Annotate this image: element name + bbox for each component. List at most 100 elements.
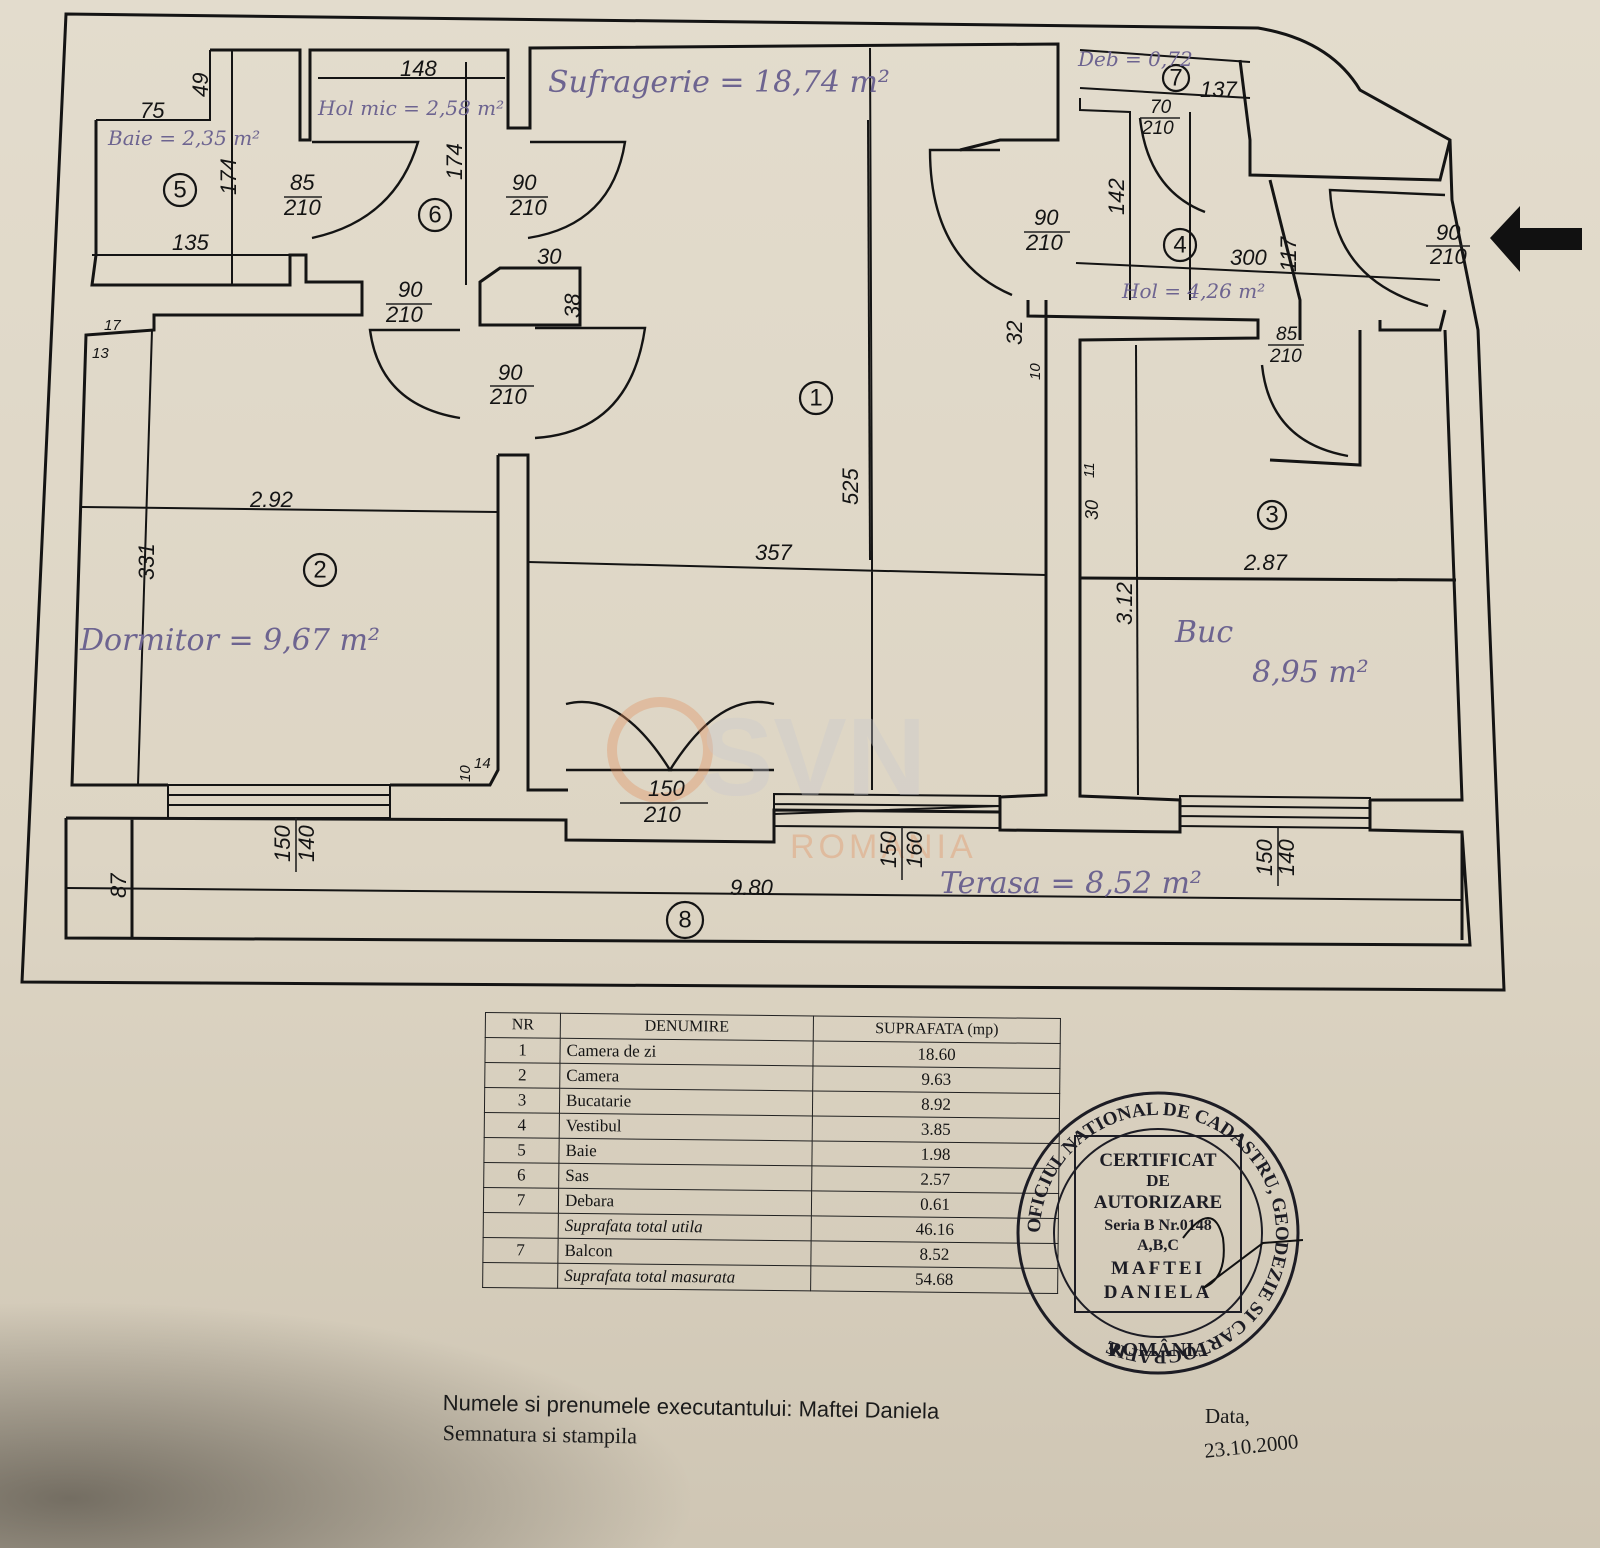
svg-text:210: 210 [1141,118,1174,139]
svg-text:90: 90 [498,360,523,385]
terrace-walls [64,800,1472,947]
dim-75: 75 [140,98,165,123]
dim-117: 117 [1276,236,1301,272]
svg-text:210: 210 [1429,244,1467,269]
room-number-5: 5 [173,177,186,204]
room-marker-1 [798,380,834,416]
door-arc-kitchen [1260,364,1349,458]
stamp-country: ROMÂNIA [1108,1337,1209,1361]
watermark-subtext: ROMANIA [790,828,977,866]
dim-32: 32 [1002,321,1027,345]
svg-text:140: 140 [294,825,319,862]
svg-text:150: 150 [270,825,295,862]
dim-49: 49 [188,73,213,97]
room-number-6: 6 [428,202,441,229]
svg-text:160: 160 [902,831,927,868]
door-arc-hall-left [928,148,1013,297]
outer-wall-left [210,42,1060,142]
dim-14: 14 [474,755,491,772]
window-kitchen [1179,794,1371,830]
room-marker-4 [1162,227,1198,263]
kitchen-height-line [1135,344,1139,796]
door-arc-sas [368,328,461,420]
svg-text:210: 210 [385,302,423,327]
room-number-4: 4 [1173,232,1186,259]
dim-980: 9.80 [730,875,774,900]
door-label-living-mid: 90 210 [489,360,534,409]
room-marker-8 [665,900,705,940]
watermark-logo-icon [607,697,713,803]
stamp-line-autorizare: AUTORIZARE [1094,1192,1222,1213]
svg-text:210: 210 [643,802,681,827]
svg-text:150: 150 [1252,839,1277,876]
header-suprafata: SUPRAFATA (mp) [813,1015,1061,1044]
svg-text:210: 210 [489,384,527,409]
stamp-inner-ring [1053,1128,1263,1338]
bath-wall [92,50,290,285]
svg-text:210: 210 [1269,346,1302,367]
door-arc-debara [1138,117,1206,214]
stamp-line-maftei: MAFTEI [1111,1258,1205,1279]
room-number-7: 7 [1169,65,1182,92]
door-label-terrace: 150 210 [620,776,708,827]
svg-text:70: 70 [1150,97,1172,118]
dim-300: 300 [1230,245,1267,270]
living-divider [527,47,1047,790]
signature-icon [1182,1217,1303,1289]
interior-wall-bedroom-right [390,453,568,792]
door-label-kitchen: 85 210 [1268,324,1304,367]
door-arc-terrace-left [565,700,673,772]
header-nr: NR [485,1012,561,1039]
svg-text:90: 90 [1034,205,1059,230]
label-dormitor: Dormitor = 9,67 m² [79,623,380,658]
svg-text:210: 210 [509,195,547,220]
door-label-living-top: 90 210 [506,170,548,220]
svg-text:90: 90 [512,170,537,195]
dim-287: 2.87 [1243,550,1288,575]
living-height-line [867,119,871,561]
svg-text:90: 90 [1436,220,1461,245]
dim-331: 331 [134,543,159,580]
dim-10-a: 10 [1027,363,1044,380]
debara-walls [1079,49,1251,300]
window-label-kitchen: 150 140 [1252,828,1299,886]
door-label-entrance: 90 210 [1426,220,1470,269]
door-arc-living-top [527,140,627,240]
label-bucatarie: Buc [1174,615,1233,650]
label-terasa: Terasa = 8,52 m² [940,866,1202,901]
outer-boundary [20,12,1506,992]
svg-text:140: 140 [1274,839,1299,876]
dim-312: 3.12 [1112,582,1137,625]
door-label-hall: 90 210 [1024,205,1070,255]
dim-174-sas: 174 [442,143,467,180]
svg-text:210: 210 [283,195,321,220]
dim-87: 87 [106,873,131,898]
window-label-bedroom: 150 140 [270,818,319,872]
stamp-line-classes: A,B,C [1137,1237,1179,1254]
label-debara: Deb = 0,72 [1077,47,1193,71]
room-number-3: 3 [1265,502,1278,529]
door-label-sas: 90 210 [385,277,432,327]
left-block [70,120,364,787]
header-denumire: DENUMIRE [560,1013,814,1041]
label-hol-mic: Hol mic = 2,58 m² [317,96,504,120]
stamp-outer-ring [1016,1091,1300,1375]
stamp-line-seria: Seria B Nr.0148 [1104,1217,1211,1234]
svg-text:150: 150 [876,831,901,868]
bedroom-height-line [137,329,153,786]
dim-525: 525 [838,468,863,505]
kitchen-right-wall [1079,329,1464,802]
entrance-arrow-icon [1490,206,1582,272]
chimney-block [478,266,582,327]
hall-dim-line [1075,262,1441,281]
svg-text:210: 210 [1025,230,1063,255]
authorization-stamp: OFICIUL NATIONAL DE CADASTRU, GEODEZIE S… [1016,1091,1303,1375]
svg-text:85: 85 [1276,324,1298,345]
dim-137: 137 [1200,77,1237,102]
photo-shadow [0,1300,700,1548]
dim-10-b: 10 [457,765,474,782]
stamp-inner-box [1074,1135,1242,1313]
hall-walls [959,44,1452,467]
